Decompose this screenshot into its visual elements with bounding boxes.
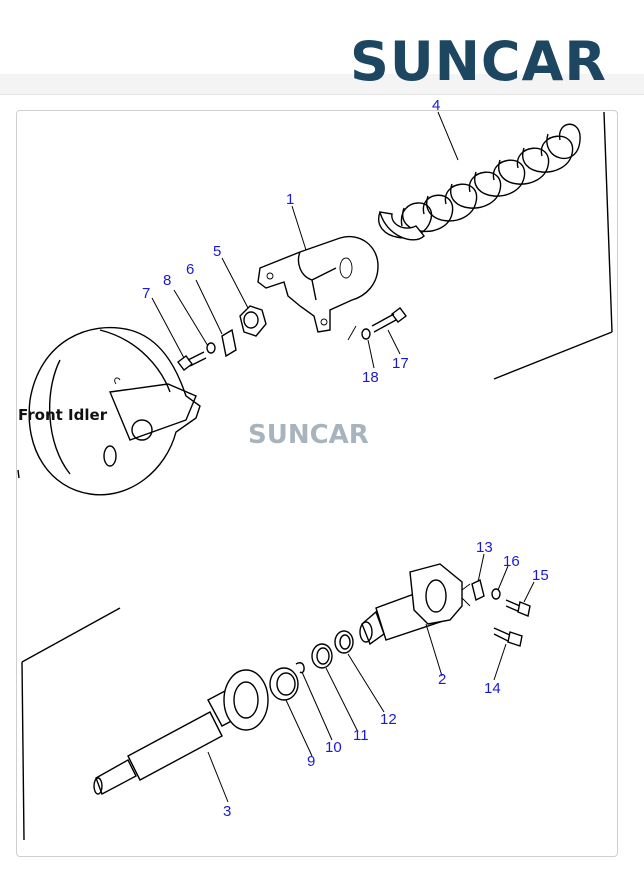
- brand-text: SUNCAR: [350, 30, 607, 90]
- leader-lines: [151, 111, 535, 803]
- ring-9: [269, 667, 299, 701]
- watermark: SUNCAR: [248, 420, 369, 450]
- bracket-cylinder: [359, 563, 463, 646]
- callout-13: 13: [476, 539, 493, 556]
- ring-11: [311, 643, 333, 669]
- callout-10: 10: [325, 739, 342, 756]
- callout-12: 12: [380, 711, 397, 728]
- frame-line-lower-vert: [21, 661, 25, 841]
- callout-11: 11: [353, 727, 369, 744]
- washer-16: [491, 588, 501, 600]
- bolt-17: [371, 307, 407, 333]
- recoil-spring: [377, 123, 581, 241]
- callout-16: 16: [503, 553, 520, 570]
- brand-logo[interactable]: SUNCAR: [350, 28, 640, 90]
- callout-6: 6: [186, 261, 194, 278]
- plate-13: [471, 578, 485, 602]
- front-idler-label: Front Idler: [18, 406, 108, 424]
- callout-3: 3: [223, 803, 231, 820]
- callout-7: 7: [142, 285, 150, 302]
- dash-line: [347, 325, 357, 341]
- callout-17: 17: [392, 355, 409, 372]
- washer-8: [206, 342, 216, 354]
- front-idler: [28, 326, 201, 496]
- callout-2: 2: [438, 671, 446, 688]
- callout-5: 5: [213, 243, 221, 260]
- callout-14: 14: [484, 680, 501, 697]
- yoke: [257, 235, 379, 333]
- header-band: [0, 74, 644, 95]
- callout-1: 1: [286, 191, 294, 208]
- callout-9: 9: [307, 753, 315, 770]
- bolt-7: [177, 351, 207, 371]
- callout-8: 8: [163, 272, 171, 289]
- lock-plate: [221, 328, 237, 358]
- frame-line-upper: [493, 111, 613, 380]
- dash-line-lower: [461, 583, 471, 607]
- grease-fitting-14: [493, 627, 523, 647]
- callout-18: 18: [362, 369, 379, 386]
- bolt-15: [505, 599, 531, 617]
- ring-12: [334, 630, 354, 654]
- washer-18: [361, 328, 371, 340]
- callout-15: 15: [532, 567, 549, 584]
- callout-4: 4: [432, 97, 440, 114]
- nut: [239, 305, 267, 337]
- snap-ring-10: [295, 662, 305, 674]
- shaft: [93, 669, 269, 795]
- frame-tick: [17, 469, 20, 479]
- frame-line-lower-left: [21, 607, 121, 663]
